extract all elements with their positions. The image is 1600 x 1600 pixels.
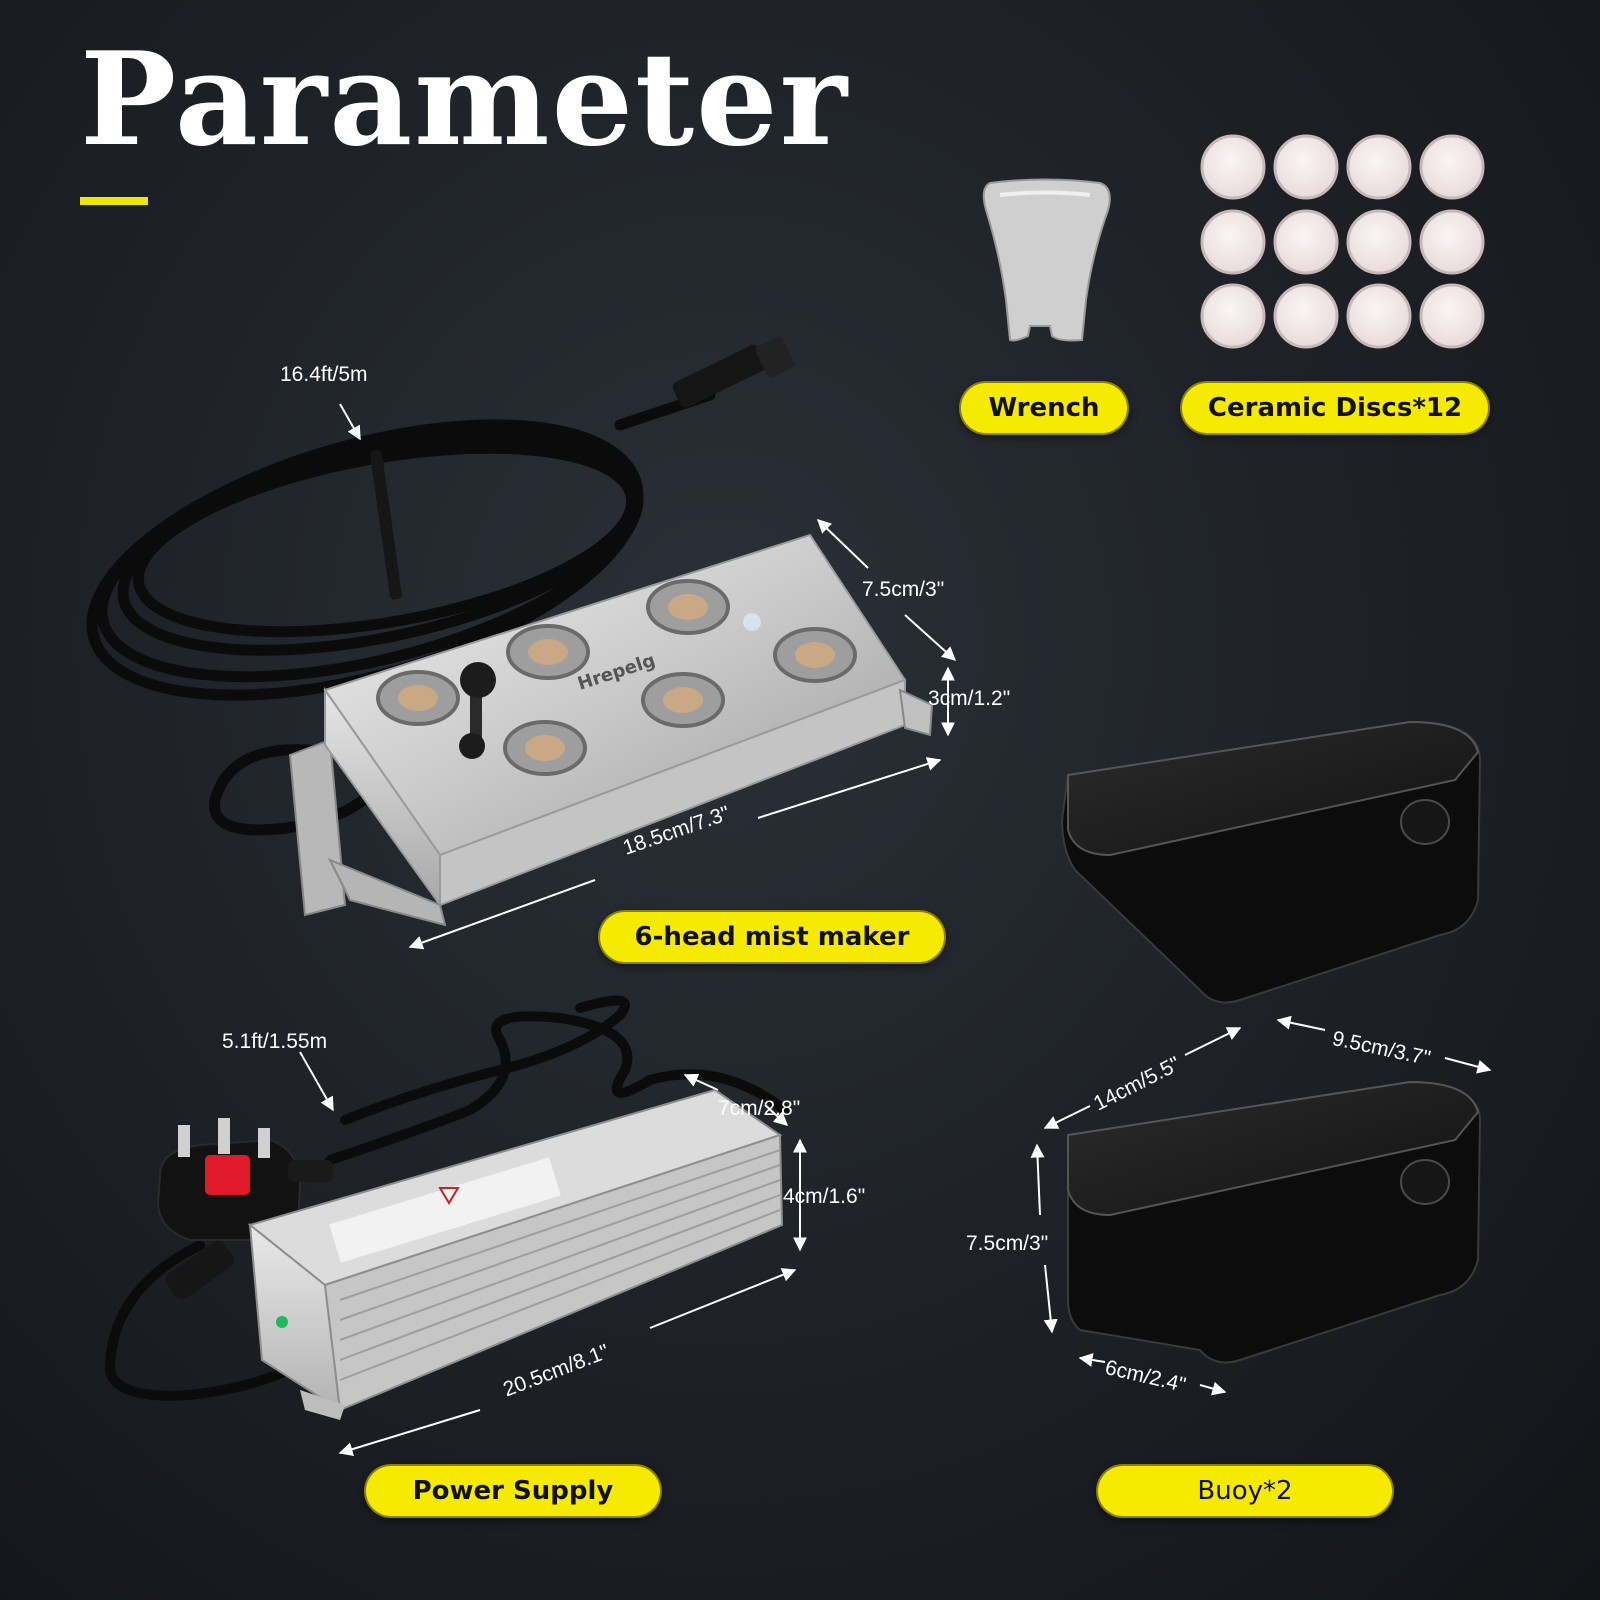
cable-length-arrow xyxy=(339,403,361,441)
ceramic-disc-icon xyxy=(1200,283,1266,349)
mist-head-icon xyxy=(503,720,587,776)
ceramic-disc-icon xyxy=(1346,283,1412,349)
mist-head-icon xyxy=(506,624,590,680)
ceramic-disc-icon xyxy=(1200,209,1266,275)
ceramic-disc-icon xyxy=(1346,134,1412,200)
ceramic-discs-group xyxy=(1200,134,1485,349)
length-arrow xyxy=(757,757,942,819)
mist-maker-label: 6-head mist maker xyxy=(600,912,944,962)
mist-height-label: 3cm/1.2" xyxy=(928,687,1011,710)
buoy-label: Buoy*2 xyxy=(1098,1466,1392,1516)
mist-maker-cable xyxy=(86,389,716,836)
ceramic-disc-icon xyxy=(1273,134,1339,200)
ceramic-disc-icon xyxy=(1273,283,1339,349)
ceramic-disc-icon xyxy=(1346,209,1412,275)
buoy-height-arrow xyxy=(1030,1143,1045,1216)
ceramic-disc-icon xyxy=(1419,283,1485,349)
buoy-height-arrow xyxy=(1043,1264,1058,1334)
wrench-icon xyxy=(982,178,1111,342)
led-indicator-icon xyxy=(276,1316,288,1328)
mist-head-icon xyxy=(376,670,460,726)
buoy-length-arrow xyxy=(1043,1105,1091,1129)
length-arrow xyxy=(408,879,596,950)
cable-tie xyxy=(370,450,402,600)
buoy-bottom-arrow xyxy=(1199,1381,1227,1396)
mist-maker-icon: Hrepelg xyxy=(288,533,934,927)
mist-depth-label: 7.5cm/3" xyxy=(862,578,945,601)
ceramic-disc-icon xyxy=(1419,209,1485,275)
psu-cable-arrow xyxy=(299,1051,334,1112)
indicator-light-icon xyxy=(743,613,761,631)
buoy-width-arrow xyxy=(1276,1015,1326,1031)
psu-width-label: 7cm/2.8" xyxy=(718,1097,801,1120)
depth-arrow xyxy=(904,614,957,661)
psu-width-arrow xyxy=(764,1104,789,1126)
wrench-label: Wrench xyxy=(961,383,1127,433)
ceramic-discs-label: Ceramic Discs*12 xyxy=(1182,383,1488,433)
float-switch-icon xyxy=(459,662,496,759)
ceramic-disc-icon xyxy=(1200,134,1266,200)
psu-height-label: 4cm/1.6" xyxy=(783,1185,866,1208)
dc-connector-icon xyxy=(165,1240,235,1300)
depth-arrow xyxy=(816,519,869,569)
buoy-length-arrow xyxy=(1184,1027,1242,1056)
buoy-bottom-arrow xyxy=(1078,1353,1106,1367)
page-title: Parameter xyxy=(80,25,849,175)
buoy-width-arrow xyxy=(1444,1057,1492,1074)
cable-connector-icon xyxy=(672,336,795,408)
psu-width-arrow xyxy=(683,1073,719,1091)
psu-length-arrow xyxy=(338,1409,481,1456)
power-supply-cable xyxy=(104,995,790,1401)
mist-head-icon xyxy=(646,579,730,635)
power-supply-label: Power Supply xyxy=(366,1466,660,1516)
buoy-icon xyxy=(1060,720,1482,1004)
psu-cable-length-label: 5.1ft/1.55m xyxy=(222,1030,328,1053)
power-supply-icon xyxy=(247,1088,784,1420)
mist-head-icon xyxy=(641,672,725,728)
buoy-icon xyxy=(1067,1080,1482,1364)
mist-head-icon xyxy=(773,627,857,683)
ceramic-disc-icon xyxy=(1419,134,1485,200)
buoy-height-label: 7.5cm/3" xyxy=(966,1232,1049,1255)
psu-length-arrow xyxy=(649,1268,797,1329)
ceramic-disc-icon xyxy=(1273,209,1339,275)
mist-cable-length-label: 16.4ft/5m xyxy=(280,363,368,386)
title-underline xyxy=(80,197,148,205)
uk-plug-icon xyxy=(156,1118,333,1241)
